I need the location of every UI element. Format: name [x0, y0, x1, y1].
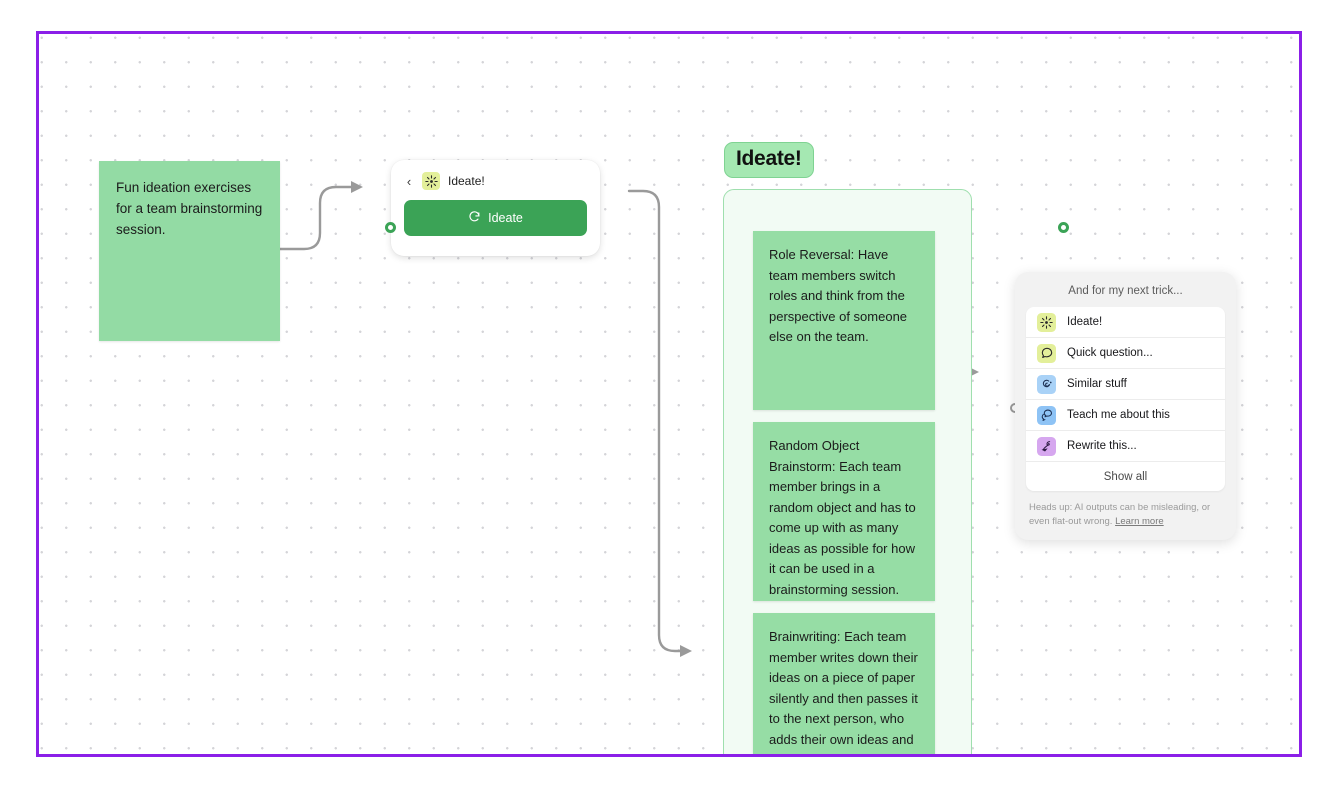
- popup-item-quick-question[interactable]: Quick question...: [1026, 338, 1225, 369]
- popup-disclaimer: Heads up: AI outputs can be misleading, …: [1026, 501, 1225, 529]
- ideate-node-card[interactable]: ‹ Ideate! Ideate: [391, 160, 600, 256]
- refresh-icon: [468, 210, 481, 226]
- popup-item-label: Quick question...: [1067, 347, 1153, 359]
- next-trick-popup[interactable]: And for my next trick... Ideate!: [1015, 272, 1236, 540]
- ideate-button[interactable]: Ideate: [404, 200, 587, 236]
- sparkle-icon: [1037, 312, 1056, 332]
- output-column[interactable]: Role Reversal: Have team members switch …: [723, 189, 972, 757]
- edge-arrowhead-column: [680, 645, 692, 657]
- popup-item-label: Teach me about this: [1067, 409, 1170, 421]
- popup-item-ideate[interactable]: Ideate!: [1026, 307, 1225, 338]
- output-card[interactable]: Brainwriting: Each team member writes do…: [753, 613, 935, 757]
- popup-item-label: Ideate!: [1067, 316, 1103, 328]
- output-group-badge[interactable]: Ideate!: [724, 142, 814, 179]
- sticky-note-text: Fun ideation exercises for a team brains…: [116, 180, 267, 237]
- disclaimer-text: Heads up: AI outputs can be misleading, …: [1029, 502, 1211, 527]
- node-output-port[interactable]: [1058, 222, 1069, 233]
- popup-item-label: Similar stuff: [1067, 378, 1127, 390]
- canvas-frame[interactable]: Fun ideation exercises for a team brains…: [36, 31, 1302, 757]
- popup-item-teach-me[interactable]: Teach me about this: [1026, 400, 1225, 431]
- swirl-icon: [1037, 374, 1056, 394]
- popup-title: And for my next trick...: [1068, 285, 1183, 297]
- show-all-button[interactable]: Show all: [1103, 470, 1148, 483]
- speech-bubble-icon: [1037, 343, 1056, 363]
- node-input-port[interactable]: [385, 222, 396, 233]
- back-chevron-icon[interactable]: ‹: [406, 173, 412, 189]
- edge-node-to-column: [627, 189, 683, 653]
- node-header: ‹ Ideate!: [404, 171, 587, 191]
- output-card[interactable]: Role Reversal: Have team members switch …: [753, 231, 935, 410]
- popup-item-rewrite[interactable]: Rewrite this...: [1026, 431, 1225, 462]
- ideate-button-label: Ideate: [488, 211, 523, 225]
- popup-item-label: Rewrite this...: [1067, 440, 1137, 452]
- popup-action-list: Ideate! Quick question...: [1026, 307, 1225, 491]
- learn-more-link[interactable]: Learn more: [1115, 516, 1164, 527]
- sticky-note[interactable]: Fun ideation exercises for a team brains…: [99, 161, 280, 341]
- sparkle-icon: [422, 172, 440, 190]
- pen-swirl-icon: [1037, 436, 1056, 456]
- node-title: Ideate!: [448, 174, 485, 188]
- popup-item-similar-stuff[interactable]: Similar stuff: [1026, 369, 1225, 400]
- output-card[interactable]: Random Object Brainstorm: Each team memb…: [753, 422, 935, 601]
- chat-bubbles-icon: [1037, 405, 1056, 425]
- edge-arrowhead-node: [351, 181, 363, 193]
